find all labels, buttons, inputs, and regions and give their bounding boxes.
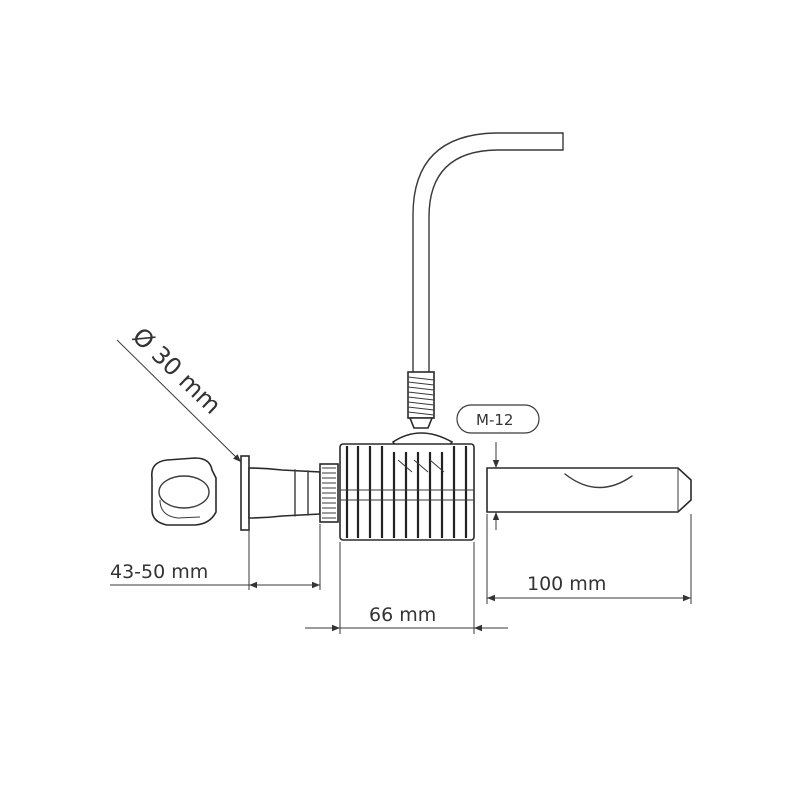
threaded-rod-section: [407, 371, 435, 429]
ribbed-body: [339, 443, 475, 541]
diameter-label: Ø 30 mm: [127, 322, 227, 420]
dim-body-length: 66 mm: [305, 542, 508, 634]
bent-rod: [412, 132, 564, 381]
dim-diameter: Ø 30 mm: [116, 322, 242, 463]
flange-cone: [240, 455, 321, 531]
dim-clamp-range: 43-50 mm: [110, 524, 321, 590]
clamp-range-label: 43-50 mm: [110, 561, 208, 583]
body-length-label: 66 mm: [369, 604, 436, 626]
thread-label: M-12: [476, 411, 513, 429]
shaft-length-label: 100 mm: [527, 573, 606, 595]
shaft: [486, 467, 692, 513]
end-cap-view: [150, 457, 217, 526]
thread-collar: [319, 463, 339, 523]
thread-tag: M-12: [456, 404, 540, 434]
dim-shaft-length: 100 mm: [486, 514, 692, 604]
